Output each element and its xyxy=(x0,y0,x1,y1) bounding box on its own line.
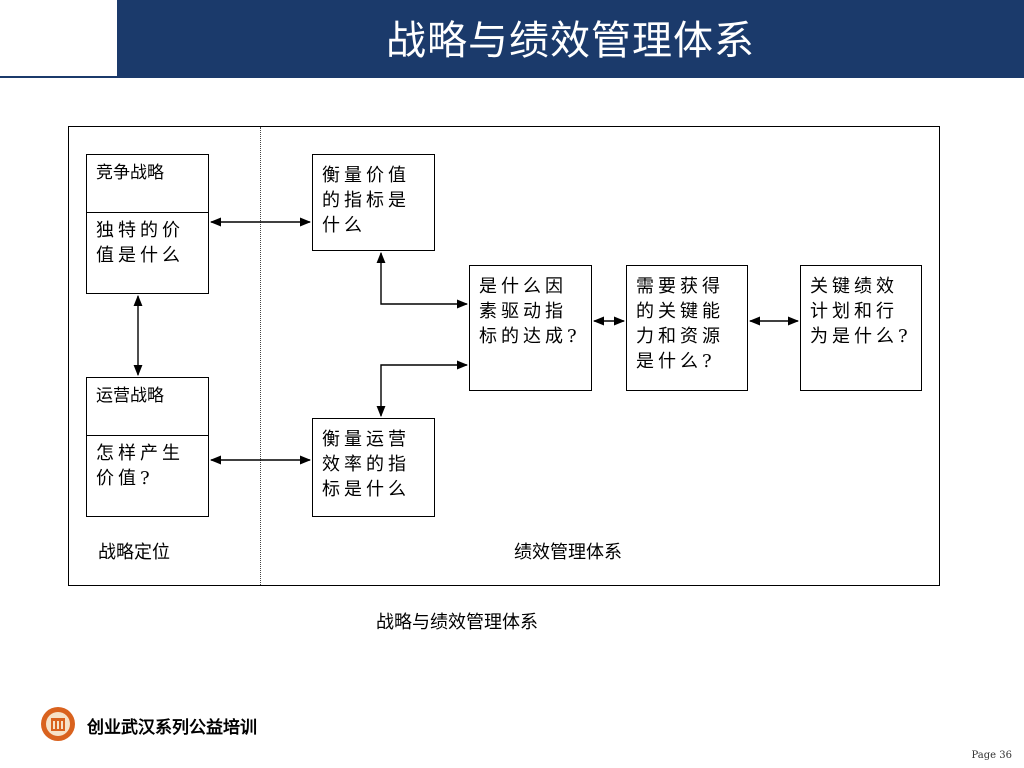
competitive-strategy-header: 竞争战略 xyxy=(87,155,208,213)
brand-name: 创业武汉系列公益培训 xyxy=(87,718,257,738)
operational-strategy-text: 怎样产生价值? xyxy=(96,443,184,489)
value-to-drivers-arrow xyxy=(376,251,469,309)
drivers-box: 是什么因素驱动指标的达成? xyxy=(469,265,592,391)
value-metric-box: 衡量价值的指标是什么 xyxy=(312,154,435,251)
key-plans-text: 关键绩效计划和行为是什么? xyxy=(810,276,912,347)
title-bar-white-block xyxy=(0,0,117,76)
slide-title: 战略与绩效管理体系 xyxy=(386,18,755,64)
section-divider xyxy=(260,127,261,585)
title-bar xyxy=(0,0,1024,78)
diagram-frame xyxy=(68,126,940,586)
organization-logo-icon xyxy=(41,707,75,741)
efficiency-metric-box: 衡量运营效率的指标是什么 xyxy=(312,418,435,517)
page-number: Page 36 xyxy=(971,750,1012,761)
strategy-positioning-label: 战略定位 xyxy=(98,542,170,563)
competitive-strategy-text: 独特的价值是什么 xyxy=(96,220,184,266)
value-metric-text: 衡量价值的指标是什么 xyxy=(322,165,410,236)
key-plans-box: 关键绩效计划和行为是什么? xyxy=(800,265,922,391)
operational-strategy-box: 运营战略 怎样产生价值? xyxy=(86,377,209,517)
performance-system-label: 绩效管理体系 xyxy=(514,542,622,563)
capabilities-box: 需要获得的关键能力和资源是什么? xyxy=(626,265,748,391)
efficiency-to-drivers-arrow xyxy=(376,360,469,418)
figure-caption: 战略与绩效管理体系 xyxy=(376,612,538,633)
drivers-text: 是什么因素驱动指标的达成? xyxy=(479,276,581,347)
efficiency-metric-text: 衡量运营效率的指标是什么 xyxy=(322,429,410,500)
capabilities-text: 需要获得的关键能力和资源是什么? xyxy=(636,276,724,372)
operational-strategy-header: 运营战略 xyxy=(87,378,208,436)
competitive-strategy-box: 竞争战略 独特的价值是什么 xyxy=(86,154,209,294)
